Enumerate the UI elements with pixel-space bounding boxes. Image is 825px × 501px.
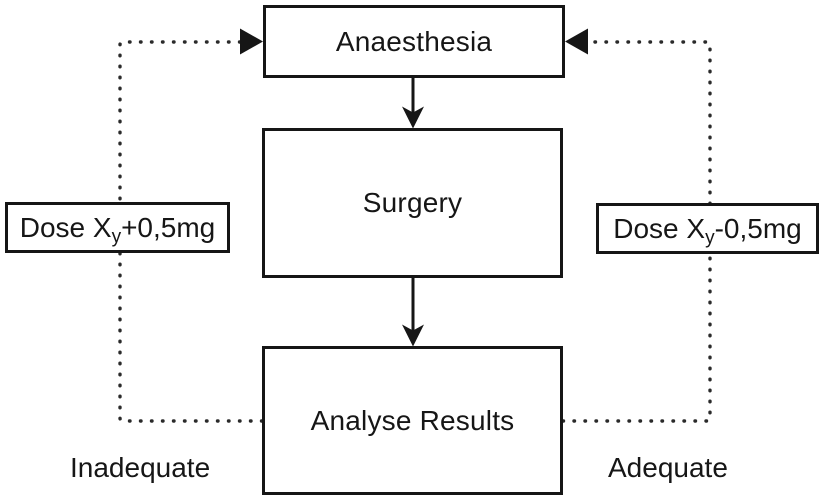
dose-decrease-subscript: y	[705, 226, 715, 248]
branch-label-adequate: Adequate	[608, 452, 728, 483]
flow-arrow-surgery-to-analyse-results	[402, 278, 424, 347]
feedback-edge-adequate	[561, 28, 712, 423]
node-analyse-results: Analyse Results	[262, 346, 563, 495]
branch-label-inadequate: Inadequate	[70, 452, 211, 483]
arrowhead-left-into-anaesthesia	[565, 28, 588, 55]
dose-increase-subscript: y	[111, 225, 122, 247]
dose-increase-text: Dose Xy+0,5mg	[19, 211, 216, 247]
dose-decrease-text: Dose Xy-0,5mg	[613, 212, 802, 248]
arrowhead-down-into-analyse-results	[402, 324, 424, 347]
arrowhead-right-into-anaesthesia	[240, 28, 263, 55]
arrowhead-down-into-surgery	[402, 106, 424, 129]
node-surgery-label: Surgery	[362, 187, 463, 218]
dose-label-decrease: Dose Xy-0,5mg	[596, 203, 819, 254]
node-anaesthesia-label: Anaesthesia	[335, 25, 493, 57]
dose-label-increase: Dose Xy+0,5mg	[5, 202, 230, 253]
node-anaesthesia: Anaesthesia	[263, 5, 565, 78]
node-analyse-results-label: Analyse Results	[310, 404, 515, 436]
node-surgery: Surgery	[262, 128, 563, 278]
flow-arrow-anaesthesia-to-surgery	[402, 78, 424, 129]
